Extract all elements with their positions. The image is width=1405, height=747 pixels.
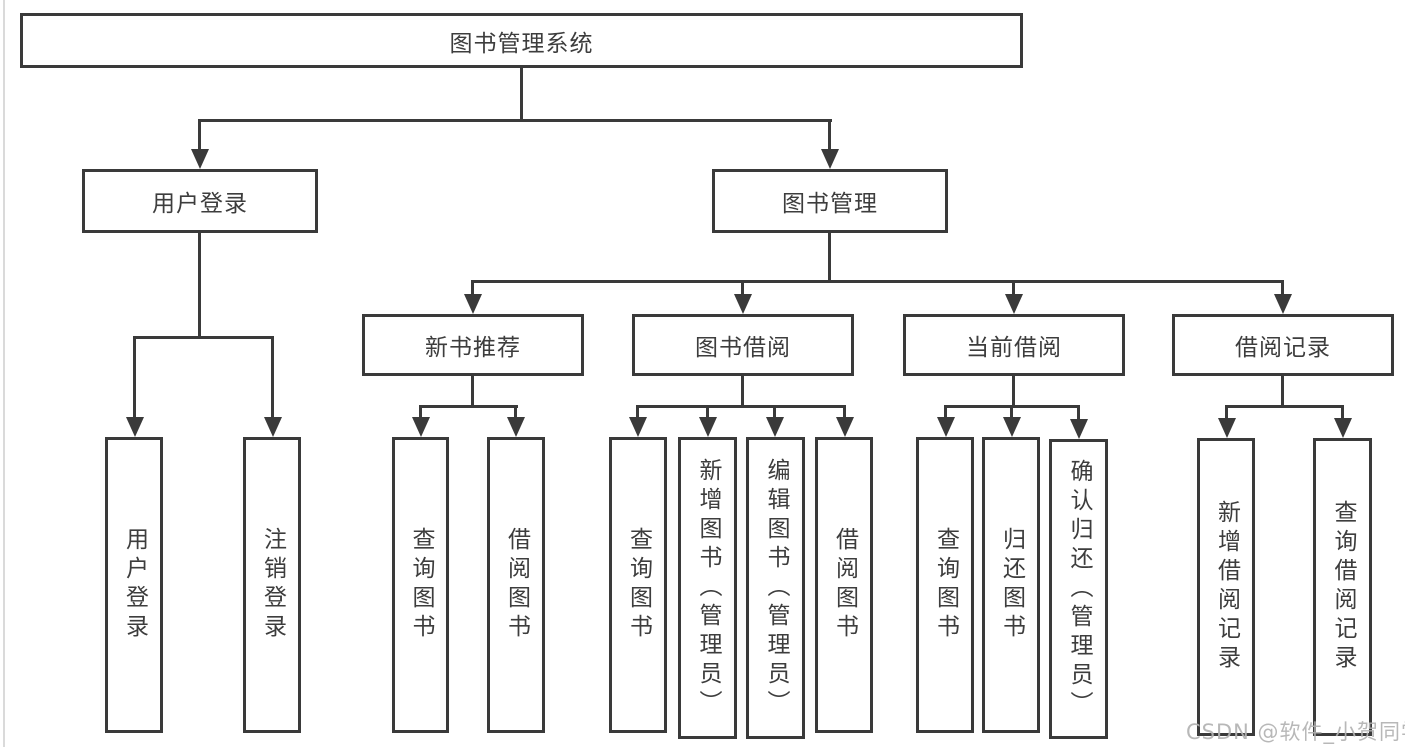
leaf-label: 用户登录 <box>121 527 148 643</box>
leaf-borrow-books-recommend: 借阅图书 <box>487 437 545 733</box>
node-book-management: 图书管理 <box>712 169 948 233</box>
connector-line <box>1281 376 1284 405</box>
connector-line <box>198 119 201 151</box>
node-borrowing-records: 借阅记录 <box>1172 314 1394 376</box>
arrowhead-down-icon <box>836 417 854 437</box>
arrowhead-down-icon <box>1003 417 1021 437</box>
leaf-label: 新增图书（管理员） <box>695 457 721 719</box>
leaf-label: 归还图书 <box>998 527 1025 643</box>
leaf-label: 查询图书 <box>625 527 652 643</box>
leaf-label: 查询图书 <box>408 527 434 643</box>
arrowhead-down-icon <box>1274 294 1292 314</box>
connector-line <box>198 233 201 336</box>
leaf-query-books-current: 查询图书 <box>916 437 974 733</box>
connector-line <box>741 280 744 295</box>
connector-line <box>419 405 422 418</box>
arrowhead-down-icon <box>412 417 430 437</box>
connector-line <box>1012 376 1015 405</box>
arrowhead-down-icon <box>699 417 717 437</box>
connector-line <box>1012 280 1015 295</box>
leaf-label: 注销登录 <box>259 527 286 643</box>
connector-line <box>520 68 523 122</box>
connector-line <box>471 280 474 295</box>
connector-line <box>636 405 639 418</box>
arrowhead-down-icon <box>1334 418 1352 438</box>
page-edge-line <box>3 0 5 747</box>
node-library-management-system: 图书管理系统 <box>20 13 1023 68</box>
arrowhead-down-icon <box>1218 418 1236 438</box>
connector-line <box>198 119 832 122</box>
leaf-label: 查询借阅记录 <box>1330 500 1356 674</box>
connector-line <box>133 336 274 339</box>
arrowhead-down-icon <box>937 417 955 437</box>
arrowhead-down-icon <box>264 417 282 437</box>
connector-line <box>514 405 517 418</box>
arrowhead-down-icon <box>464 294 482 314</box>
node-label: 图书借阅 <box>695 335 791 361</box>
watermark-text: CSDN @软件_小贺同学 <box>1186 720 1405 744</box>
leaf-label: 借阅图书 <box>503 527 530 643</box>
connector-line <box>1077 405 1080 420</box>
leaf-confirm-return-admin: 确认归还（管理员） <box>1049 439 1108 739</box>
connector-line <box>471 376 474 405</box>
node-user-login: 用户登录 <box>82 169 318 233</box>
connector-line <box>1010 405 1013 418</box>
connector-line <box>741 376 744 405</box>
node-new-book-recommendation: 新书推荐 <box>362 314 584 376</box>
arrowhead-down-icon <box>507 417 525 437</box>
leaf-query-books-recommend: 查询图书 <box>392 437 449 733</box>
leaf-borrow-books-borrow: 借阅图书 <box>815 437 873 733</box>
connector-line <box>1281 280 1284 295</box>
leaf-label: 编辑图书（管理员） <box>763 457 789 719</box>
node-current-borrowing: 当前借阅 <box>903 314 1125 376</box>
arrowhead-down-icon <box>126 417 144 437</box>
leaf-user-login: 用户登录 <box>105 437 163 733</box>
leaf-query-borrow-record: 查询借阅记录 <box>1313 438 1372 736</box>
leaf-logout-login: 注销登录 <box>243 437 301 733</box>
connector-line <box>271 336 274 418</box>
node-label: 图书管理 <box>782 191 878 217</box>
connector-line <box>1225 405 1344 408</box>
node-label: 借阅记录 <box>1235 335 1331 361</box>
arrowhead-down-icon <box>1070 419 1088 439</box>
arrowhead-down-icon <box>766 417 784 437</box>
connector-line <box>133 336 136 418</box>
connector-line <box>471 280 1283 283</box>
connector-line <box>419 405 518 408</box>
leaf-edit-books-admin: 编辑图书（管理员） <box>746 437 805 739</box>
leaf-add-books-admin: 新增图书（管理员） <box>678 437 737 739</box>
leaf-label: 查询图书 <box>932 527 959 643</box>
connector-line <box>843 405 846 418</box>
arrowhead-down-icon <box>734 294 752 314</box>
leaf-return-books: 归还图书 <box>982 437 1040 733</box>
arrowhead-down-icon <box>191 149 209 169</box>
connector-line <box>828 119 831 151</box>
connector-line <box>1341 405 1344 419</box>
node-label: 当前借阅 <box>966 335 1062 361</box>
connector-line <box>637 405 846 408</box>
leaf-query-books-borrow: 查询图书 <box>609 437 667 733</box>
node-label: 新书推荐 <box>425 335 521 361</box>
arrowhead-down-icon <box>629 417 647 437</box>
leaf-add-borrow-record: 新增借阅记录 <box>1197 438 1255 736</box>
node-book-borrowing: 图书借阅 <box>632 314 854 376</box>
node-label: 用户登录 <box>152 191 248 217</box>
connector-line <box>828 233 831 280</box>
connector-line <box>944 405 947 418</box>
arrowhead-down-icon <box>821 149 839 169</box>
arrowhead-down-icon <box>1005 294 1023 314</box>
leaf-label: 借阅图书 <box>831 527 858 643</box>
leaf-label: 确认归还（管理员） <box>1066 458 1092 720</box>
connector-line <box>773 405 776 418</box>
connector-line <box>706 405 709 418</box>
node-label: 图书管理系统 <box>449 30 594 57</box>
leaf-label: 新增借阅记录 <box>1213 500 1240 674</box>
connector-line <box>1225 405 1228 419</box>
